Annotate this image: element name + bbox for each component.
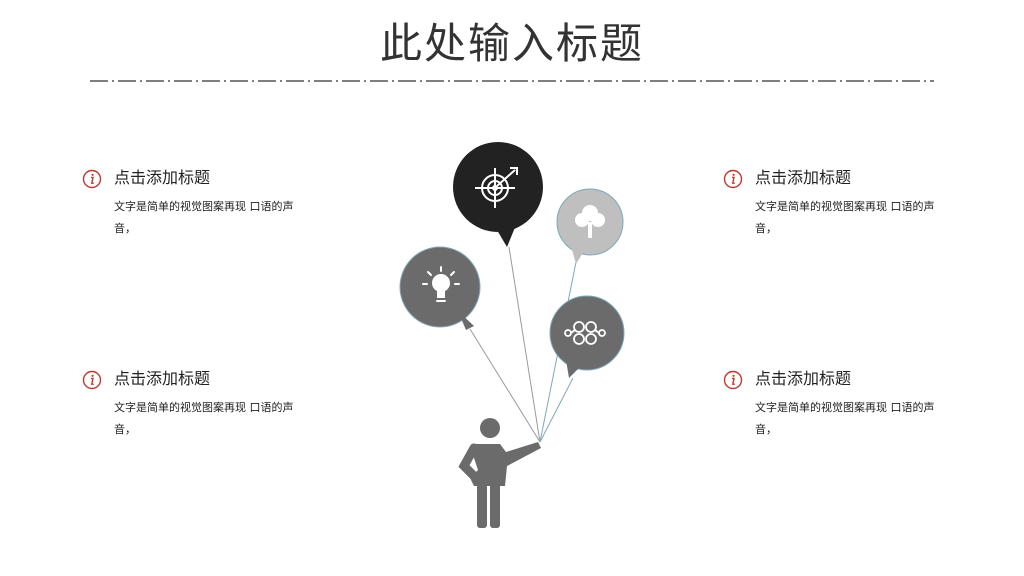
balloon-target[interactable]	[453, 142, 543, 247]
info-circle-icon	[82, 169, 102, 189]
info-circle-icon	[82, 370, 102, 390]
item-title[interactable]: 点击添加标题	[114, 369, 211, 388]
balloon-lightbulb[interactable]	[399, 246, 481, 330]
item-description: 文字是简单的视觉图案再现 口语的声音，	[114, 200, 294, 235]
person-holding-balloons-icon	[458, 418, 541, 528]
balloon-network[interactable]	[549, 295, 625, 378]
tree-icon	[575, 205, 605, 238]
network-nodes-icon	[564, 321, 606, 345]
info-circle-icon	[723, 370, 743, 390]
item-description: 文字是简单的视觉图案再现 口语的声音，	[114, 401, 294, 436]
item-description: 文字是简单的视觉图案再现 口语的声音，	[755, 401, 935, 436]
title-divider	[90, 80, 934, 82]
target-arrow-icon	[475, 167, 518, 208]
item-title[interactable]: 点击添加标题	[755, 168, 852, 187]
lightbulb-icon	[422, 266, 460, 302]
balloon-tree[interactable]	[556, 188, 624, 264]
slide-title: 此处输入标题	[379, 19, 644, 68]
item-title[interactable]: 点击添加标题	[755, 369, 852, 388]
item-title[interactable]: 点击添加标题	[114, 168, 211, 187]
item-description: 文字是简单的视觉图案再现 口语的声音，	[755, 200, 935, 235]
info-circle-icon	[723, 169, 743, 189]
balloon-strings	[469, 246, 577, 443]
